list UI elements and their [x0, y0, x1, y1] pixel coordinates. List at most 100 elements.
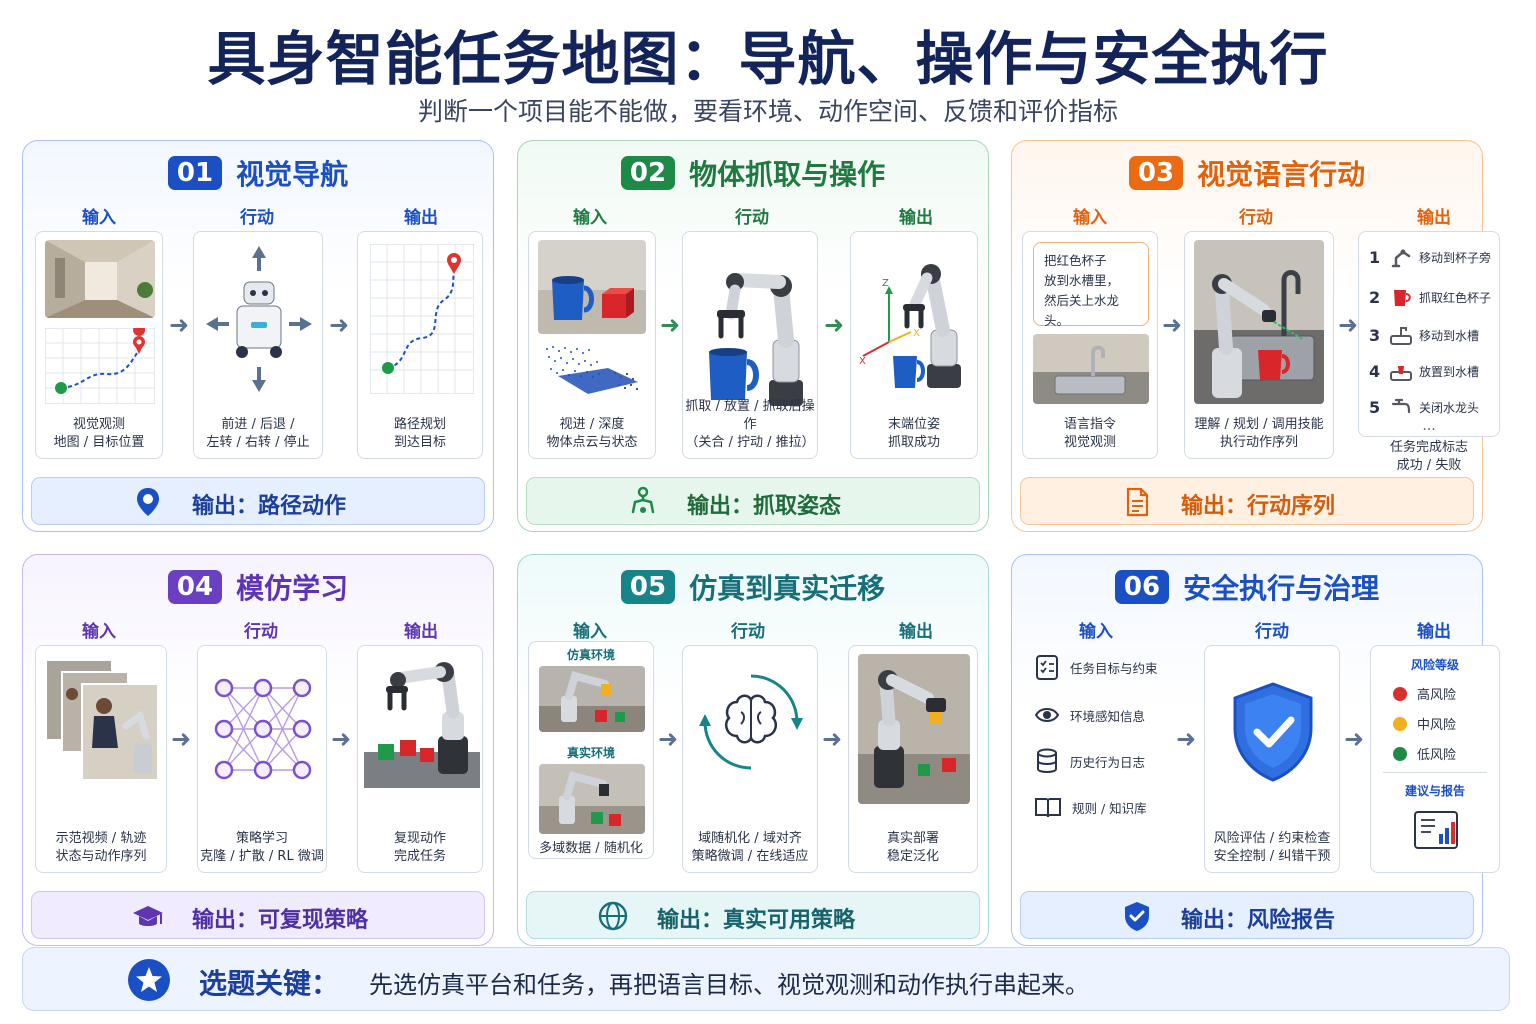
panel-visual-navigation: 01 视觉导航 输入 行动 输出 视觉观测地图 / 目标位置	[22, 140, 494, 532]
arrow-icon: ➜	[169, 311, 190, 339]
panel-header: 02 物体抓取与操作	[518, 153, 988, 193]
panel-header: 06 安全执行与治理	[1012, 567, 1482, 607]
place-in-sink-icon	[1390, 366, 1412, 381]
footer-label: 选题关键：	[199, 967, 340, 1000]
red-dot-icon	[1393, 686, 1407, 701]
svg-text:X: X	[859, 356, 866, 367]
arrow-icon: ➜	[1338, 311, 1359, 339]
output-bar: 输出：行动序列	[1020, 477, 1474, 525]
panel-title: 模仿学习	[236, 572, 349, 605]
report-chart-icon	[1414, 811, 1458, 849]
step-item: 3 移动到水槽	[1369, 325, 1480, 345]
panel-title: 视觉导航	[236, 158, 349, 191]
robot-arm-icon	[1391, 249, 1411, 268]
sink-photo	[1033, 334, 1149, 404]
output-box: 1 移动到杯子旁 2 抓取红色杯子 3 移动到水槽 4 放置到水槽 5 关闭水龙…	[1358, 231, 1500, 437]
globe-icon	[598, 901, 628, 931]
real-deployment-photo	[858, 654, 970, 804]
action-box: 风险评估 / 约束检查安全控制 / 纠错干预	[1204, 645, 1340, 873]
input-header: 输入	[573, 208, 607, 228]
red-cup-icon	[1394, 290, 1411, 306]
output-header: 输出	[404, 622, 438, 642]
robot-arm-blocks-image	[364, 662, 480, 788]
input-header: 输入	[82, 208, 116, 228]
output-bar: 输出：真实可用策略	[526, 891, 980, 939]
shield-check-icon	[1233, 682, 1313, 782]
document-icon	[1126, 487, 1149, 517]
end-effector-pose-image: Z X X	[859, 264, 961, 388]
demo-video-frames	[45, 659, 159, 781]
page-title: 具身智能任务地图：导航、操作与安全执行	[207, 25, 1329, 93]
panel-number: 03	[1128, 156, 1184, 190]
green-dot-icon	[1393, 746, 1407, 761]
output-bar: 输出：可复现策略	[31, 891, 485, 939]
input-list: 任务目标与约束 环境感知信息 历史行为日志 规则 / 知识库	[1022, 645, 1172, 873]
action-box: 理解 / 规划 / 调用技能执行动作序列	[1184, 231, 1334, 459]
star-badge-icon	[128, 959, 170, 1001]
output-box: 真实部署稳定泛化	[848, 645, 978, 873]
svg-text:X: X	[913, 328, 920, 339]
robot-arm-grasp-image	[709, 273, 803, 406]
arrow-icon: ➜	[1162, 311, 1183, 339]
input-item: 环境感知信息	[1034, 701, 1145, 729]
footer-text: 先选仿真平台和任务，再把语言目标、视觉观测和动作执行串起来。	[369, 971, 1089, 999]
input-header: 输入	[1073, 208, 1107, 228]
brain-cycle-icon	[699, 674, 803, 770]
arm-sink-photo	[1194, 240, 1324, 404]
panel-title: 视觉语言行动	[1197, 158, 1366, 191]
mug-cube-photo	[538, 240, 646, 334]
yellow-dot-icon	[1393, 716, 1407, 731]
input-item: 规则 / 知识库	[1034, 793, 1147, 821]
action-header: 行动	[735, 208, 769, 228]
action-header: 行动	[731, 622, 765, 642]
input-box: 视进 / 深度物体点云与状态	[528, 231, 656, 459]
panel-header: 05 仿真到真实迁移	[518, 567, 988, 607]
input-caption: 视进 / 深度物体点云与状态	[546, 417, 638, 450]
input-item: 任务目标与约束	[1034, 653, 1158, 681]
output-caption: 任务完成标志成功 / 失败	[1389, 440, 1468, 473]
eye-icon	[1034, 708, 1060, 722]
output-bar: 输出：路径动作	[31, 477, 485, 525]
panel-title: 物体抓取与操作	[689, 158, 886, 191]
panel-number: 05	[620, 570, 676, 604]
action-caption: 风险评估 / 约束检查安全控制 / 纠错干预	[1213, 831, 1331, 864]
action-header: 行动	[240, 208, 274, 228]
panel-header: 03 视觉语言行动	[1012, 153, 1482, 193]
output-bar-text: 输出：路径动作	[192, 494, 347, 519]
input-box: 示范视频 / 轨迹状态与动作序列	[35, 645, 167, 873]
panel-grasping-manipulation: 02 物体抓取与操作 输入 行动 输出 视进 /	[517, 140, 989, 532]
gripper-icon	[631, 486, 655, 514]
input-box: 视觉观测地图 / 目标位置	[35, 231, 163, 459]
input-caption: 示范视频 / 轨迹状态与动作序列	[55, 831, 147, 864]
panel-sim-to-real: 05 仿真到真实迁移 输入 行动 输出 仿真环境 真实环境 多域数据 / 随机化…	[517, 554, 989, 946]
shield-check-small-icon	[1125, 902, 1149, 931]
arrow-icon: ➜	[660, 311, 681, 339]
output-header: 输出	[1417, 208, 1451, 228]
action-box: 前进 / 后退 /左转 / 右转 / 停止	[193, 231, 323, 459]
panel-number: 01	[167, 156, 223, 190]
real-env-image	[539, 764, 645, 834]
output-bar-text: 输出：行动序列	[1181, 494, 1336, 519]
panel-number: 02	[620, 156, 676, 190]
input-header: 输入	[1079, 622, 1113, 642]
panel-header: 01 视觉导航	[23, 153, 493, 193]
panel-imitation-learning: 04 模仿学习 输入 行动 输出 示范视频 / 轨迹状态与动作序列 ➜	[22, 554, 494, 946]
input-caption: 语言指令视觉观测	[1063, 417, 1116, 450]
output-box: Z X X 末端位姿抓取成功	[850, 231, 978, 459]
output-caption: 真实部署稳定泛化	[886, 831, 939, 864]
graduation-cap-icon	[133, 906, 163, 926]
risk-level-title: 风险等级	[1410, 658, 1459, 672]
risk-item-high: 高风险	[1393, 684, 1456, 703]
checklist-icon	[1036, 655, 1058, 680]
action-caption: 理解 / 规划 / 调用技能执行动作序列	[1194, 417, 1324, 450]
map-grid	[45, 328, 155, 404]
neural-network-icon	[214, 678, 312, 780]
path-map-grid	[370, 244, 474, 394]
action-caption: 策略学习克隆 / 扩散 / RL 微调	[200, 831, 324, 864]
action-caption: 抓取 / 放置 / 抓取后操作（关合 / 拧动 / 推拉）	[685, 399, 815, 450]
panel-title: 安全执行与治理	[1183, 572, 1380, 605]
panel-vision-language-action: 03 视觉语言行动 输入 行动 输出 把红色杯子 放到水槽里， 然后关上水龙头。…	[1011, 140, 1500, 532]
action-caption: 前进 / 后退 /左转 / 右转 / 停止	[206, 417, 310, 450]
action-box: 域随机化 / 域对齐策略微调 / 在线适应	[682, 645, 818, 873]
risk-item-low: 低风险	[1393, 744, 1456, 763]
